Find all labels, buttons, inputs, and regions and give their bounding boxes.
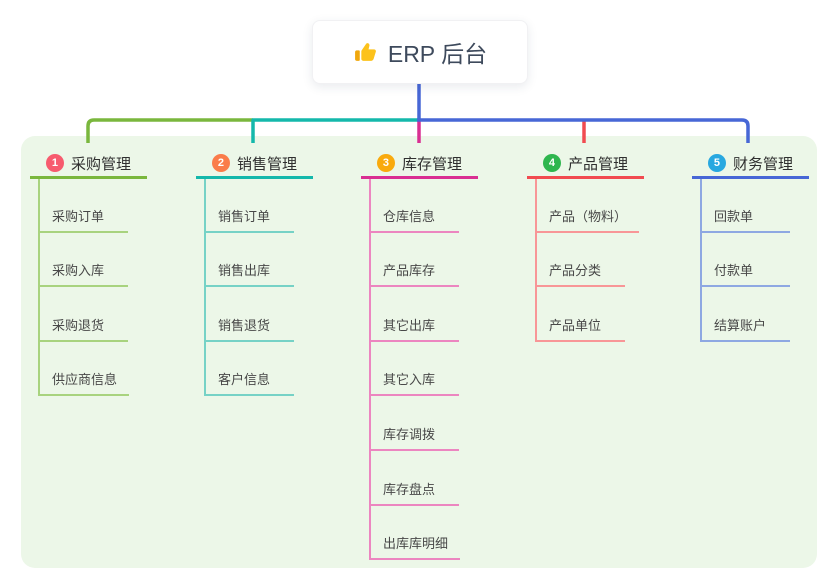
branch-label: 销售管理 xyxy=(236,155,297,173)
child-label: 客户信息 xyxy=(218,372,271,387)
branch-label: 财务管理 xyxy=(732,155,793,173)
child-label: 销售订单 xyxy=(218,209,271,224)
branch-tree-line xyxy=(535,179,537,342)
branch-tree-line xyxy=(700,179,702,342)
child-node[interactable]: 结算账户 xyxy=(700,318,790,342)
child-label: 库存调拨 xyxy=(383,427,436,442)
branch-header-product[interactable]: 4 产品管理 xyxy=(527,150,644,179)
child-node[interactable]: 产品库存 xyxy=(369,263,459,287)
child-label: 采购退货 xyxy=(52,318,105,333)
branch-inventory: 3 库存管理 仓库信息 产品库存 其它出库 其它入库 库存调拨 库存盘点 出库库… xyxy=(361,0,521,588)
child-node[interactable]: 客户信息 xyxy=(204,372,294,396)
child-label: 产品分类 xyxy=(549,263,602,278)
branch-number-badge: 1 xyxy=(45,154,64,172)
child-node[interactable]: 销售出库 xyxy=(204,263,294,287)
child-label: 结算账户 xyxy=(714,318,767,333)
child-label: 出库库明细 xyxy=(383,536,449,551)
root-node[interactable]: ERP 后台 xyxy=(312,20,528,84)
child-label: 回款单 xyxy=(714,209,754,224)
child-label: 供应商信息 xyxy=(52,372,118,387)
child-node[interactable]: 采购订单 xyxy=(38,209,128,233)
branch-tree-line xyxy=(38,179,40,396)
branch-number-badge: 4 xyxy=(542,154,561,172)
branch-number-badge: 3 xyxy=(376,154,395,172)
child-label: 其它入库 xyxy=(383,372,436,387)
child-label: 其它出库 xyxy=(383,318,436,333)
child-node[interactable]: 供应商信息 xyxy=(38,372,130,396)
child-label: 产品库存 xyxy=(383,263,436,278)
branch-header-sales[interactable]: 2 销售管理 xyxy=(196,150,313,179)
child-node[interactable]: 采购退货 xyxy=(38,318,128,342)
thumbs-up-icon xyxy=(353,40,378,65)
branch-product: 4 产品管理 产品（物料） 产品分类 产品单位 xyxy=(527,0,687,588)
child-node[interactable]: 销售订单 xyxy=(204,209,294,233)
child-node[interactable]: 产品（物料） xyxy=(535,209,640,233)
child-node[interactable]: 回款单 xyxy=(700,209,790,233)
child-node[interactable]: 出库库明细 xyxy=(369,536,461,560)
child-label: 采购入库 xyxy=(52,263,105,278)
child-node[interactable]: 销售退货 xyxy=(204,318,294,342)
child-node[interactable]: 产品分类 xyxy=(535,263,625,287)
child-label: 库存盘点 xyxy=(383,482,436,497)
child-node[interactable]: 库存盘点 xyxy=(369,482,459,506)
child-node[interactable]: 仓库信息 xyxy=(369,209,459,233)
branch-label: 产品管理 xyxy=(567,155,628,173)
child-label: 产品单位 xyxy=(549,318,602,333)
child-node[interactable]: 付款单 xyxy=(700,263,790,287)
branch-number-badge: 2 xyxy=(211,154,230,172)
branch-finance: 5 财务管理 回款单 付款单 结算账户 xyxy=(692,0,839,588)
branch-tree-line xyxy=(204,179,206,396)
child-label: 销售退货 xyxy=(218,318,271,333)
child-node[interactable]: 库存调拨 xyxy=(369,427,459,451)
root-title: ERP 后台 xyxy=(387,41,488,67)
branch-purchase: 1 采购管理 采购订单 采购入库 采购退货 供应商信息 xyxy=(30,0,190,588)
branch-header-finance[interactable]: 5 财务管理 xyxy=(692,150,809,179)
child-node[interactable]: 其它入库 xyxy=(369,372,459,396)
child-label: 付款单 xyxy=(714,263,754,278)
child-node[interactable]: 产品单位 xyxy=(535,318,625,342)
branch-sales: 2 销售管理 销售订单 销售出库 销售退货 客户信息 xyxy=(196,0,356,588)
child-label: 仓库信息 xyxy=(383,209,436,224)
branches-panel xyxy=(21,136,817,568)
branch-header-purchase[interactable]: 1 采购管理 xyxy=(30,150,147,179)
branch-header-inventory[interactable]: 3 库存管理 xyxy=(361,150,478,179)
child-node[interactable]: 其它出库 xyxy=(369,318,459,342)
branch-label: 库存管理 xyxy=(401,155,462,173)
branch-number-badge: 5 xyxy=(707,154,726,172)
branch-label: 采购管理 xyxy=(70,155,131,173)
branch-tree-line xyxy=(369,179,371,560)
child-label: 产品（物料） xyxy=(549,209,628,224)
child-label: 销售出库 xyxy=(218,263,271,278)
child-label: 采购订单 xyxy=(52,209,105,224)
child-node[interactable]: 采购入库 xyxy=(38,263,128,287)
